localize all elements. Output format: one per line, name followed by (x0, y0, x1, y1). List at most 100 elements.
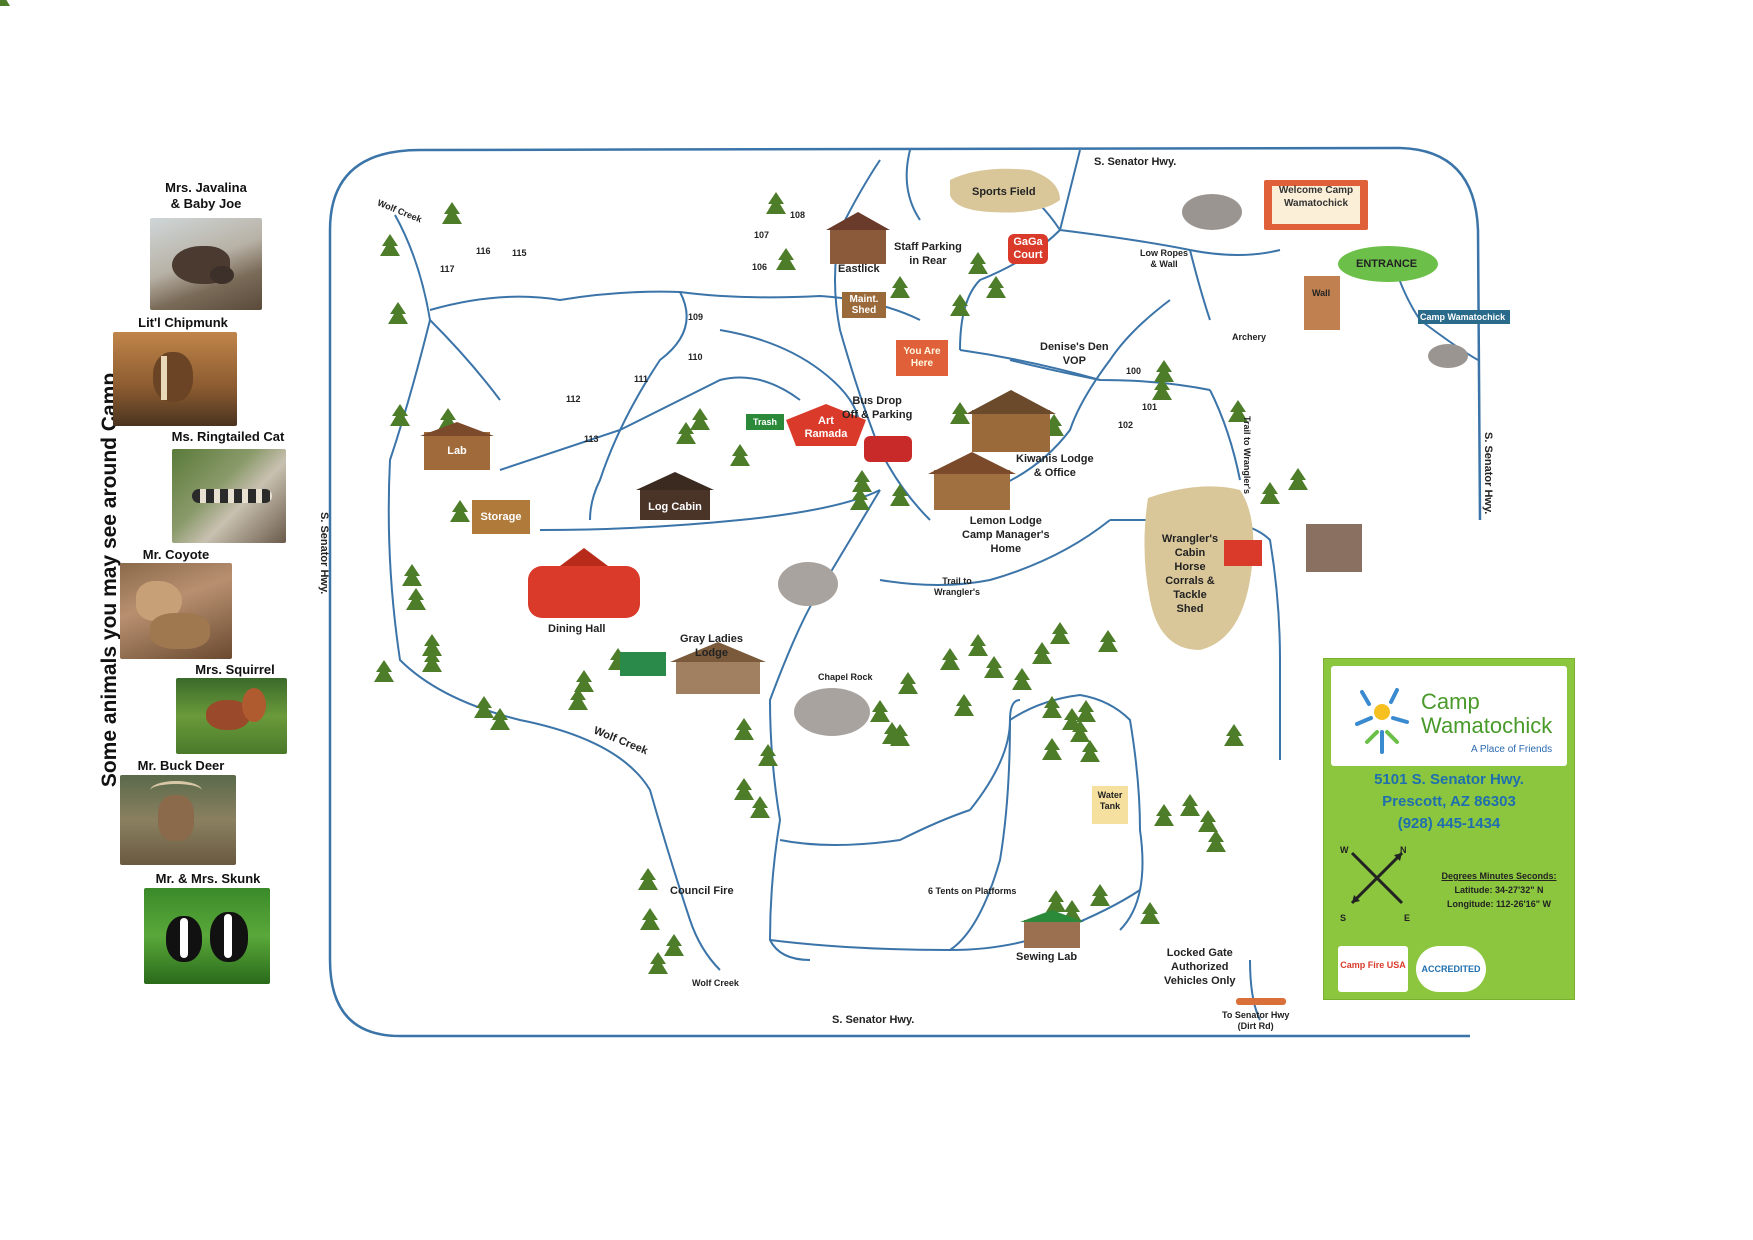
wranglers-field-area (1144, 486, 1254, 650)
site-113: 113 (584, 434, 599, 444)
label-tents[interactable]: 6 Tents on Platforms (928, 886, 1017, 896)
site-107: 107 (754, 230, 770, 240)
compass-s: S (1340, 913, 1347, 923)
latitude: Latitude: 34-27'32" N (1454, 885, 1544, 895)
label-kiwanis-lodge[interactable]: Kiwanis Lodge & Office (1016, 452, 1094, 480)
label-line: Wrangler's (934, 587, 980, 597)
site-111: 111 (634, 374, 649, 384)
photo-javalina (150, 218, 262, 310)
tree-icon (388, 302, 408, 324)
label-lab[interactable]: Lab (447, 444, 467, 457)
label-you-are-here[interactable]: You Are Here (903, 346, 941, 369)
label-eastlick[interactable]: Eastlick (838, 263, 880, 275)
animal-caption-line: Lit'l Chipmunk (138, 315, 228, 330)
longitude: Longitude: 112-26'16" W (1447, 899, 1551, 909)
outer-road (328, 146, 1482, 1038)
animal-caption-javalina: Mrs. Javalina & Baby Joe (148, 180, 264, 212)
road-label-top: S. Senator Hwy. (1094, 156, 1177, 168)
address-line-1: 5101 S. Senator Hwy. (1374, 771, 1524, 788)
label-art-ramada[interactable]: Art Ramada (804, 415, 848, 440)
label-line: Lemon Lodge (969, 515, 1042, 527)
badge-text: Camp Fire USA (1340, 960, 1406, 970)
tree-icon (1050, 622, 1070, 644)
animal-caption-ringtailed-cat: Ms. Ringtailed Cat (162, 429, 294, 445)
tree-icon (638, 868, 658, 890)
label-line: Wrangler's (1161, 533, 1219, 545)
phone-number[interactable]: (928) 445-1434 (1397, 815, 1501, 832)
tree-icon (1012, 668, 1032, 690)
label-trail-to-wranglers-vertical: Trail to Wrangler's (1242, 416, 1252, 494)
tree-icon (1140, 902, 1160, 924)
tree-icon (474, 696, 494, 718)
water-tank-building (1092, 786, 1128, 824)
label-gray-ladies-lodge[interactable]: Gray Ladies Lodge (680, 632, 743, 660)
animal-caption-line: & Baby Joe (170, 196, 242, 211)
label-to-senator-hwy[interactable]: To Senator Hwy (Dirt Rd) (1222, 1010, 1289, 1032)
label-line: Shed (1176, 603, 1204, 615)
logo-mark-icon (1355, 688, 1409, 754)
label-lemon-lodge[interactable]: Lemon Lodge Camp Manager's Home (962, 514, 1050, 556)
logo-name-line: Wamatochick (1421, 713, 1553, 738)
label-sewing-lab[interactable]: Sewing Lab (1016, 951, 1078, 963)
tree-icon (1206, 830, 1226, 852)
photo-skunk (144, 888, 270, 984)
label-wranglers[interactable]: Wrangler's Cabin Horse Corrals & Tackle … (1160, 532, 1220, 616)
lemon-lodge-building (934, 470, 1010, 510)
logo-name: Camp Wamatochick (1421, 690, 1552, 738)
animal-caption-line: Mr. & Mrs. Skunk (155, 871, 261, 886)
sports-field-area (950, 168, 1060, 213)
tree-icon (1260, 482, 1280, 504)
compass-n: N (1400, 845, 1407, 855)
label-trash[interactable]: Trash (752, 416, 777, 427)
photo-chipmunk (113, 332, 237, 426)
label-maint-shed[interactable]: Maint. Shed (849, 294, 879, 316)
badge-accredited: ACCREDITED (1416, 946, 1486, 992)
tree-icon (986, 276, 1006, 298)
label-denises-den[interactable]: Denise's Den VOP (1040, 340, 1109, 368)
label-storage[interactable]: Storage (480, 510, 522, 523)
coord-title: Degrees Minutes Seconds: (1441, 871, 1557, 881)
tree-icon (776, 248, 796, 270)
tree-icon (890, 484, 910, 506)
road-label-bottom: S. Senator Hwy. (832, 1014, 915, 1026)
rock-1 (1182, 194, 1242, 230)
label-entrance[interactable]: ENTRANCE (1356, 258, 1418, 270)
label-council-fire[interactable]: Council Fire (670, 885, 734, 897)
label-water-tank[interactable]: Water Tank (1097, 790, 1123, 811)
label-line: (Dirt Rd) (1237, 1021, 1274, 1031)
gray-ladies-lodge-building (676, 660, 760, 694)
label-line: Staff Parking (894, 241, 962, 253)
site-100: 100 (1126, 366, 1142, 376)
bus (864, 436, 912, 462)
label-low-ropes[interactable]: Low Ropes & Wall (1140, 248, 1188, 270)
label-staff-parking[interactable]: Staff Parking in Rear (894, 240, 962, 268)
label-gaga-court[interactable]: GaGa Court (1013, 236, 1043, 261)
tree-icon (1288, 468, 1308, 490)
compass-w: W (1340, 845, 1349, 855)
label-line: Lodge (694, 647, 728, 659)
compass-e: E (1404, 913, 1411, 923)
label-trail-to-wranglers[interactable]: Trail to Wrangler's (934, 576, 980, 598)
label-archery[interactable]: Archery (1232, 332, 1267, 342)
tree-icon (1154, 804, 1174, 826)
label-bus-drop[interactable]: Bus Drop Off & Parking (842, 394, 912, 422)
animal-caption-buck-deer: Mr. Buck Deer (128, 758, 234, 774)
tree-icon (442, 202, 462, 224)
address-line-2: Prescott, AZ 86303 (1382, 793, 1516, 810)
label-chapel-rock[interactable]: Chapel Rock (818, 672, 873, 682)
label-sports-field[interactable]: Sports Field (972, 186, 1036, 198)
logo-tagline: A Place of Friends (1471, 744, 1553, 755)
tree-icon (898, 672, 918, 694)
tree-icon (574, 670, 594, 692)
label-wall[interactable]: Wall (1312, 288, 1331, 298)
badge-text: ACCREDITED (1421, 964, 1481, 974)
label-dining-hall[interactable]: Dining Hall (548, 623, 606, 635)
eastlick-building (830, 228, 886, 264)
site-116: 116 (476, 246, 491, 256)
label-welcome-sign[interactable]: Welcome Camp Wamatochick (1278, 185, 1354, 209)
animal-caption-skunk: Mr. & Mrs. Skunk (148, 871, 268, 887)
badge-camp-fire-usa: Camp Fire USA (1338, 946, 1408, 992)
label-locked-gate[interactable]: Locked Gate Authorized Vehicles Only (1164, 946, 1236, 988)
label-log-cabin[interactable]: Log Cabin (648, 500, 702, 513)
label-line: Trail to (942, 576, 972, 586)
